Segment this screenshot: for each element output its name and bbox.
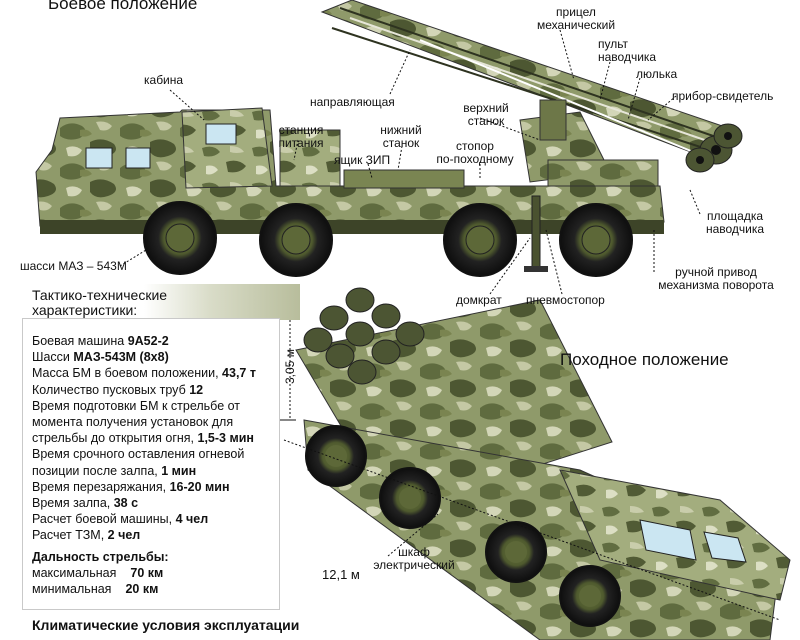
spec-row: Шасси МАЗ-543М (8х8) [32,350,169,364]
label-ploshadka-line1: площадка [706,209,764,223]
spec-text: Время подготовки БМ к стрельбе от [32,398,241,413]
spec-text: момента получения установок для [32,415,234,429]
spec-value: 43,7 т [222,366,256,381]
callout-lines-top [119,29,701,295]
combat-vehicle [35,0,743,277]
spec-text: Время перезаряжания, [32,479,170,494]
spec-value: 1 мин [161,463,197,478]
spec-row: Расчет ТЗМ, 2 чел [32,528,140,542]
launcher-tubes-raised [320,0,743,173]
spec-text: Расчет ТЗМ, [32,528,108,543]
spec-row: Боевая машина 9А52-2 [32,334,169,348]
spec-text: Шасси [32,350,74,365]
label-pult-line2: наводчика [598,50,657,64]
spec-row: Время срочного оставления огневой [32,447,244,461]
label-shassi: шасси МАЗ – 543М [20,259,127,273]
label-stanciya-line1: станция [278,123,324,137]
label-pnevmo: пневмостопор [526,293,605,307]
label-yashik: ящик ЗИП [334,153,391,167]
range-max-label: максимальная [32,566,117,580]
label-ruchnoy-line2: механизма поворота [658,278,774,292]
range-title: Дальность стрельбы: [32,550,169,564]
spec-text: Время срочного оставления огневой [32,447,245,462]
range-min-row: минимальная 20 км [32,582,158,596]
label-ploshadka: площадка наводчика [700,210,770,236]
spec-row: Время подготовки БМ к стрельбе от [32,399,240,413]
spec-row: Время перезаряжания, 16-20 мин [32,480,230,494]
label-ruchnoy: ручной привод механизма поворота [654,266,778,292]
range-max-value: 70 км [130,566,164,580]
label-height: 3,05 м [283,349,297,384]
label-pricel: прицел механический [534,6,618,32]
label-pult-line1: пульт [598,37,629,51]
spec-value: 4 чел [175,512,209,527]
label-ploshadka-line2: наводчика [705,222,765,236]
spec-value: 12 [189,382,204,397]
label-lyulka: люлька [636,67,678,81]
spec-value: 16-20 мин [169,479,230,494]
label-shkaf: шкаф электрический [366,546,462,572]
label-pricel-line2: механический [536,18,616,32]
spec-row: позиции после залпа, 1 мин [32,464,196,478]
combat-title: Боевое положение [48,0,198,13]
specs-title-line2: характеристики: [32,302,138,318]
specs-panel [22,318,280,610]
spec-row: стрельбы до открытия огня, 1,5-3 мин [32,431,254,445]
spec-value: 1,5-3 мин [197,431,254,446]
specs-title-background [0,284,300,320]
tube-ends [303,287,425,385]
spec-text: Масса БМ в боевом положении, [32,366,223,381]
spec-text: позиции после залпа, [32,463,162,478]
spec-row: момента получения установок для [32,415,233,429]
label-verh-stanok-line1: верхний [463,101,509,115]
label-stopor: стопор по-походному [430,140,520,166]
label-pricel-line1: прицел [556,5,596,19]
label-nizh-stanok-line2: станок [382,136,420,150]
spec-row: Время залпа, 38 с [32,496,138,510]
march-wheels [305,425,621,627]
spec-value: 9А52-2 [127,334,169,348]
spec-value: 38 с [113,496,139,510]
label-shkaf-line1: шкаф [398,545,430,559]
spec-text: стрельбы до открытия огня, [32,431,198,446]
label-nizh-stanok: нижний станок [376,124,426,150]
label-nizh-stanok-line1: нижний [380,123,422,137]
march-vehicle [295,287,791,640]
range-min-value: 20 км [125,582,159,596]
label-napravl: направляющая [310,95,395,109]
label-stopor-line1: стопор [456,139,494,153]
label-stopor-line2: по-походному [436,152,514,166]
label-shkaf-line2: электрический [373,558,455,572]
spec-row: Количество пусковых труб 12 [32,383,203,397]
spec-value: 2 чел [107,528,141,543]
spec-row: Масса БМ в боевом положении, 43,7 т [32,366,256,380]
label-length: 12,1 м [322,567,360,582]
combat-wheels [143,201,633,277]
label-stanciya: станция питания [274,124,328,150]
range-min-label: минимальная [32,582,112,596]
label-verh-stanok: верхний станок [458,102,514,128]
spec-text: Время залпа, [32,496,114,510]
spec-text: Боевая машина [32,334,128,348]
label-ruchnoy-line1: ручной привод [675,265,757,279]
climate-title: Климатические условия эксплуатации [32,617,300,633]
spec-value: МАЗ-543М (8х8) [73,350,169,365]
spec-text: Количество пусковых труб [32,382,190,397]
range-max-row: максимальная 70 км [32,566,163,580]
label-verh-stanok-line2: станок [467,114,505,128]
label-domkrat: домкрат [456,293,502,307]
label-pribor: прибор-свидетель [672,89,774,103]
specs-title: Тактико-технические характеристики: [32,288,167,318]
march-title: Походное положение [560,350,729,369]
spec-text: Расчет боевой машины, [32,512,176,527]
spec-row: Расчет боевой машины, 4 чел [32,512,208,526]
label-kabina: кабина [144,73,184,87]
label-stanciya-line2: питания [278,136,324,150]
label-pult: пульт наводчика [598,38,656,64]
specs-title-line1: Тактико-технические [32,287,168,303]
